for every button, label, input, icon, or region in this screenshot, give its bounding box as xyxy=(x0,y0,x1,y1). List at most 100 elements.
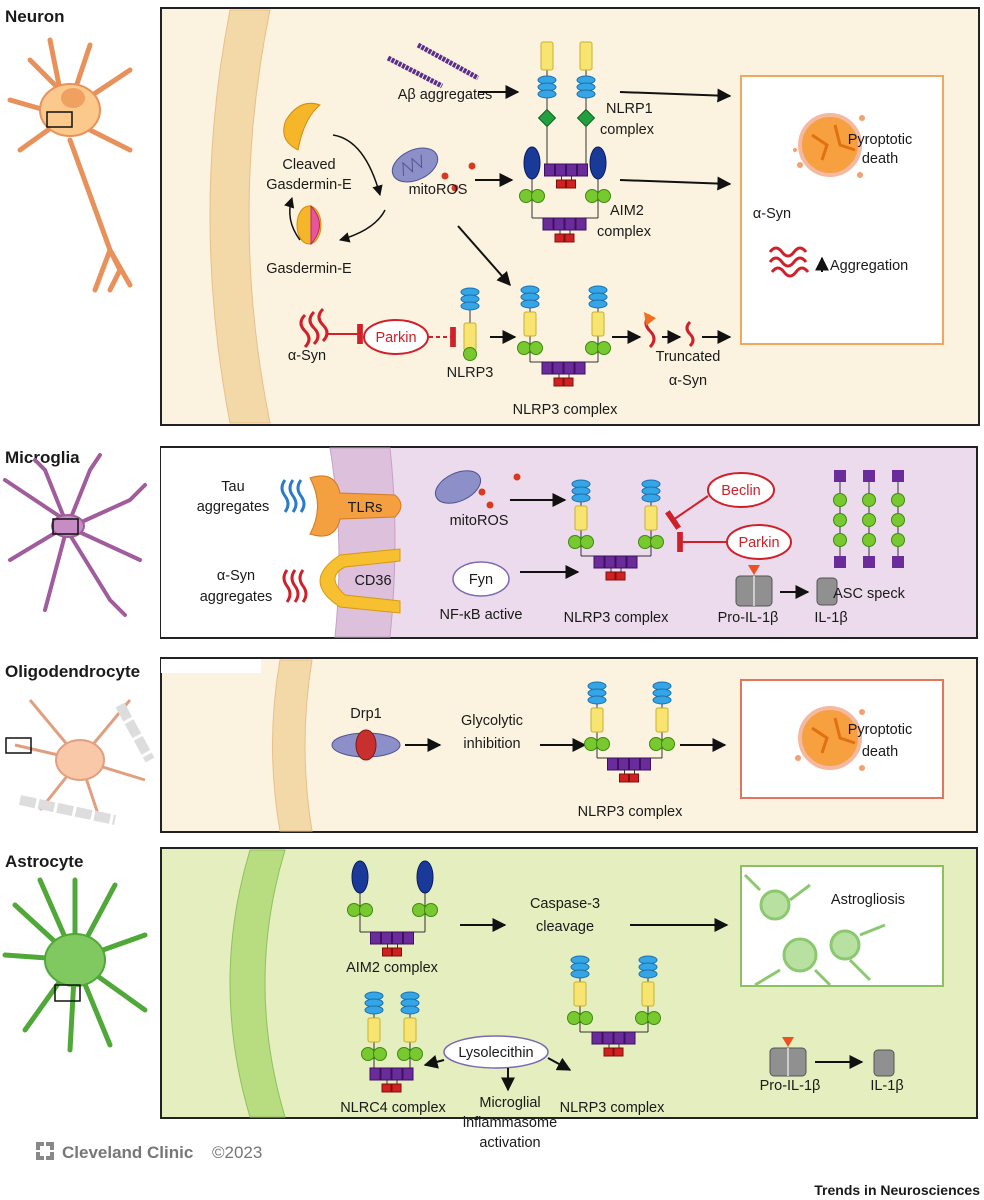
nlrp3-monomer-icon xyxy=(460,287,480,361)
cell-membrane xyxy=(209,9,271,424)
truncated-alpha-syn-icon xyxy=(685,320,695,348)
fyn-badge xyxy=(452,561,510,597)
nlrp3-complex-label: NLRP3 complex xyxy=(560,1100,666,1116)
cleaved-gsdme-label-2: Gasdermin-E xyxy=(266,177,352,193)
drp1-label: Drp1 xyxy=(350,706,381,722)
asyn-label: α-Syn xyxy=(288,348,326,364)
neuron-cell-illustration xyxy=(7,37,133,293)
tlr-receptor-icon xyxy=(309,475,402,537)
nlrp1-label-2: complex xyxy=(600,122,655,138)
aim2-label-1: AIM2 xyxy=(610,203,644,219)
cell-membrane xyxy=(272,659,313,832)
journal-label: Trends in Neurosciences xyxy=(814,1182,980,1198)
aim2-complex-icon xyxy=(347,860,438,957)
pyroptotic-label-1: Pyroptotic xyxy=(848,722,912,738)
cleveland-clinic-logo xyxy=(36,1142,54,1160)
alpha-syn-icon xyxy=(299,307,329,349)
il1b-label: IL-1β xyxy=(814,610,847,626)
il1b-label: IL-1β xyxy=(870,1078,903,1094)
cd36-label: CD36 xyxy=(354,573,391,589)
astrogliosis-box xyxy=(740,865,944,987)
parkin-badge xyxy=(726,524,792,560)
microglial-label-1: Microglial xyxy=(479,1095,540,1111)
asc-speck-label: ASC speck xyxy=(833,586,905,602)
nlrp3-complex-icon xyxy=(568,479,664,581)
box-asyn-label: α-Syn xyxy=(753,206,791,222)
parkin-label: Parkin xyxy=(738,535,779,551)
pyroptotic-cell-icon xyxy=(793,113,865,178)
oligodendrocyte-cell-illustration xyxy=(5,699,155,825)
gasdermin-e-icon xyxy=(296,204,322,246)
il1b-icon xyxy=(816,577,838,606)
fyn-label: Fyn xyxy=(469,572,493,588)
mitochondrion-icon xyxy=(391,147,439,183)
pro-il1b-label: Pro-IL-1β xyxy=(718,610,779,626)
aim2-label-2: complex xyxy=(597,224,652,240)
inflammasome-complexes xyxy=(347,41,675,1093)
mitochondrion-icon xyxy=(434,470,482,504)
il1b-icon xyxy=(873,1049,895,1077)
nlrp3-complex-label: NLRP3 complex xyxy=(578,804,684,820)
mitoros-label: mitoROS xyxy=(450,513,509,529)
lysolecithin-label: Lysolecithin xyxy=(458,1045,533,1061)
oligodendrocyte-section: Oligodendrocyte Drp1 Glycolytic inhibiti… xyxy=(5,657,978,833)
astrogliosis-label: Astrogliosis xyxy=(831,892,905,908)
cd36-receptor-icon xyxy=(319,548,401,614)
neuron-section: Neuron Aβ aggregates NLRP1 complex Cleav… xyxy=(5,7,980,426)
caspase-label-2: cleavage xyxy=(536,919,594,935)
neuron-label: Neuron xyxy=(5,7,65,26)
astrocyte-section: Astrocyte AIM2 complex Caspase-3 cleavag… xyxy=(2,847,978,1151)
mitoros-label: mitoROS xyxy=(409,182,468,198)
nlrp3-complex-icon xyxy=(584,681,675,783)
aim2-complex-label: AIM2 complex xyxy=(346,960,439,976)
glycolytic-label-2: inhibition xyxy=(463,736,520,752)
nlrc4-complex-label: NLRC4 complex xyxy=(340,1100,446,1116)
ros-star-icons xyxy=(478,473,521,509)
pro-il1b-icon xyxy=(735,565,773,607)
abeta-aggregates-icon xyxy=(386,42,480,89)
asyn-agg-label-1: α-Syn xyxy=(217,568,255,584)
ros-star-icons xyxy=(441,162,476,192)
tau-label-2: aggregates xyxy=(197,499,270,515)
microglia-cell-illustration xyxy=(3,453,147,617)
tau-label-1: Tau xyxy=(221,479,244,495)
asc-speck-icon xyxy=(833,470,905,568)
footer: Cleveland Clinic ©2023 Trends in Neurosc… xyxy=(36,1142,980,1198)
pro-il1b-icon xyxy=(769,1037,807,1077)
pyroptotic-label-1: Pyroptotic xyxy=(848,132,912,148)
cleaved-gasdermin-e-icon xyxy=(283,102,322,151)
nlrp1-complex-icon xyxy=(537,41,596,189)
microglia-section: Microglia Tau aggregates TLRs α-Syn aggr… xyxy=(3,446,978,639)
nlrp3-label: NLRP3 xyxy=(447,365,494,381)
astrogliosis-cells-icon xyxy=(743,873,886,987)
nlrp3-complex-label: NLRP3 complex xyxy=(513,402,619,418)
astrocyte-label: Astrocyte xyxy=(5,852,83,871)
beclin-badge xyxy=(707,472,775,508)
tlrs-label: TLRs xyxy=(348,500,383,516)
aggregation-label: Aggregation xyxy=(830,258,908,274)
asyn-agg-label-2: aggregates xyxy=(200,589,273,605)
nlrp1-label-1: NLRP1 xyxy=(606,101,653,117)
aggregated-alpha-syn-icon xyxy=(768,246,810,278)
alpha-syn-aggregates-icon xyxy=(282,569,308,603)
pyroptotic-label-2: death xyxy=(862,744,898,760)
microglia-label: Microglia xyxy=(5,448,80,467)
truncated-label-2: α-Syn xyxy=(669,373,707,389)
glycolytic-label-1: Glycolytic xyxy=(461,713,523,729)
brand-label: Cleveland Clinic xyxy=(62,1143,193,1162)
truncated-label-1: Truncated xyxy=(656,349,721,365)
parkin-label: Parkin xyxy=(375,330,416,346)
tau-aggregates-icon xyxy=(280,479,306,513)
cell-membrane xyxy=(229,849,286,1118)
zoom-box xyxy=(46,111,73,128)
gsdme-label: Gasdermin-E xyxy=(266,261,352,277)
abeta-label: Aβ aggregates xyxy=(398,87,493,103)
pyroptotic-label-2: death xyxy=(862,151,898,167)
nlrp3-complex-icon xyxy=(517,285,611,387)
pyroptotic-cell-icon xyxy=(795,706,865,771)
microglial-label-2: inflammasome xyxy=(463,1115,557,1131)
pro-il1b-label: Pro-IL-1β xyxy=(760,1078,821,1094)
microglial-label-3: activation xyxy=(479,1135,540,1151)
nfkb-label: NF-κB active xyxy=(440,607,523,623)
